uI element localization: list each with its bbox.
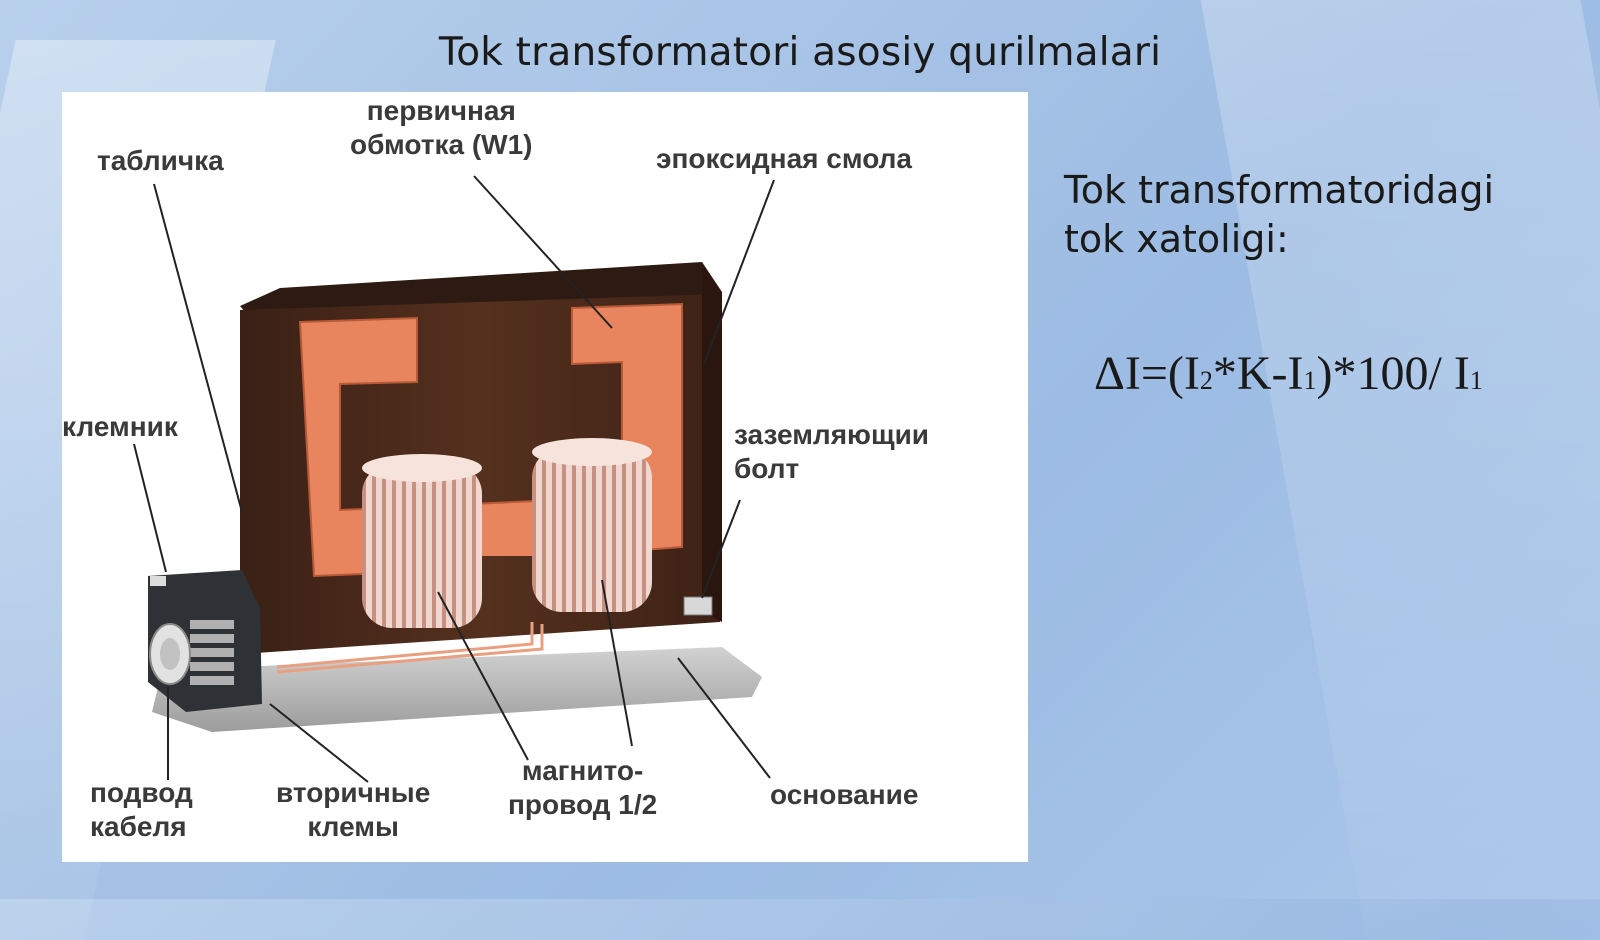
background-decoration xyxy=(1193,0,1600,940)
secondary-wire xyxy=(276,622,534,669)
secondary-wire xyxy=(276,624,544,674)
resin-body-top xyxy=(240,262,720,320)
label-base: основание xyxy=(770,779,919,810)
magnet-core-coil-1 xyxy=(362,454,482,628)
formula-part: )*100/ I xyxy=(1316,347,1470,400)
label-primary-winding: первичная обмотка (W1) xyxy=(350,95,533,160)
label-secondary-terminals: вторичные клемы xyxy=(276,777,431,842)
error-heading: Tok transformatoridagi tok xatoligi: xyxy=(1064,168,1495,261)
formula-subscript: 1 xyxy=(1303,366,1317,395)
label-cable-entry: подвод кабеля xyxy=(90,777,193,842)
terminal-screws xyxy=(190,620,234,685)
ground-bolt xyxy=(683,596,713,616)
slide-title: Tok transformatori asosiy qurilmalari xyxy=(438,30,1162,75)
formula-subscript: 1 xyxy=(1469,366,1483,395)
label-magnetic-core: магнито- провод 1/2 xyxy=(508,755,658,820)
label-tablichka: табличка xyxy=(97,145,224,176)
transformer-illustration xyxy=(133,175,775,783)
formula-part: ΔI=(I xyxy=(1094,347,1200,400)
formula-part: *K-I xyxy=(1212,347,1304,400)
transformer-diagram: табличка первичная обмотка (W1) эпоксидн… xyxy=(62,92,1028,862)
leader-lines xyxy=(133,175,775,783)
terminal-plate xyxy=(150,576,166,586)
resin-body-side xyxy=(702,262,722,622)
current-error-formula: ΔI=(I2*K-I1)*100/ I1 xyxy=(1094,346,1594,401)
formula-subscript: 2 xyxy=(1199,366,1213,395)
core-bridge xyxy=(482,512,532,556)
magnet-core-coil-2 xyxy=(532,438,652,612)
label-terminal-block: клемник xyxy=(62,411,178,442)
label-ground-bolt: заземляющии болт xyxy=(734,419,930,484)
label-epoxy-resin: эпоксидная смола xyxy=(656,143,912,174)
